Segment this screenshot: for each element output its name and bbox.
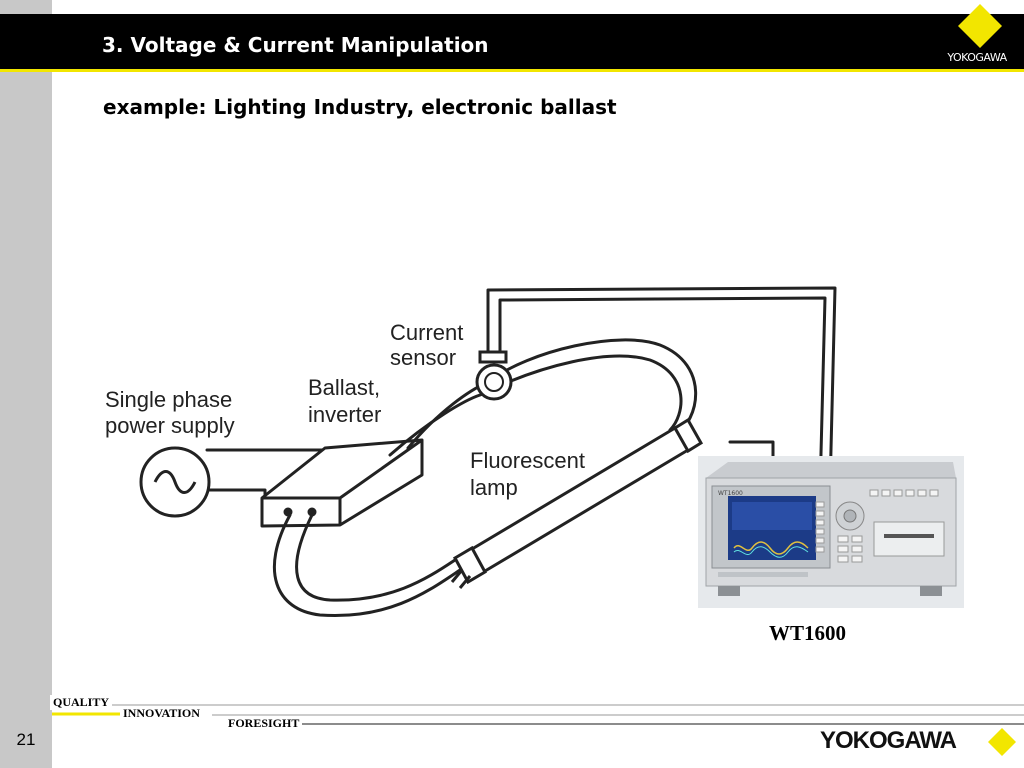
lower-cable-inner	[295, 513, 457, 602]
left-side-bar	[0, 0, 52, 768]
label-ballast: Ballast,	[308, 375, 380, 400]
cable-inner	[388, 354, 683, 457]
current-sensor-icon	[475, 350, 513, 401]
page-number: 21	[16, 730, 36, 749]
fluorescent-lamp-tube	[450, 417, 704, 589]
instrument-caption: WT1600	[769, 621, 847, 645]
footer-quality: QUALITY	[50, 695, 113, 710]
lamp-right-wire	[728, 440, 775, 462]
ac-source-icon	[139, 446, 211, 518]
label-ballast-2: inverter	[308, 402, 381, 427]
label-power-supply: Single phase	[105, 387, 232, 412]
footer-foresight: FORESIGHT	[225, 716, 303, 731]
cable-outer	[406, 338, 698, 450]
label-power-supply-2: power supply	[105, 413, 235, 438]
wt1600-instrument-photo: WT1600	[698, 456, 964, 608]
label-current-sensor: Current	[390, 320, 463, 345]
sensor-lead-wire-inner	[498, 296, 827, 572]
yokogawa-footer-diamond-icon	[988, 728, 1016, 756]
header-accent-line	[0, 69, 1024, 72]
sensor-lead-wire	[486, 286, 837, 572]
header-bar	[0, 14, 1024, 69]
ballast-box	[260, 438, 424, 528]
instrument-model-label: WT1600	[718, 490, 743, 497]
yokogawa-diamond-logo-icon	[958, 4, 1002, 48]
ballast-wiring-diagram: Current sensor Ballast, inverter Single …	[105, 286, 837, 618]
label-fluorescent-lamp: Fluorescent	[470, 448, 585, 473]
power-lead-wire-lower	[205, 488, 272, 500]
footer-brand-logo: YOKOGAWA	[820, 727, 957, 754]
header-logo-text: YOKOGAWA	[947, 51, 1007, 64]
slide-title: 3. Voltage & Current Manipulation	[102, 33, 489, 57]
lower-cable-outer	[273, 513, 462, 618]
footer-innovation: INNOVATION	[120, 706, 203, 721]
slide-subtitle: example: Lighting Industry, electronic b…	[103, 95, 617, 119]
label-fluorescent-lamp-2: lamp	[470, 475, 518, 500]
label-current-sensor-2: sensor	[390, 345, 456, 370]
